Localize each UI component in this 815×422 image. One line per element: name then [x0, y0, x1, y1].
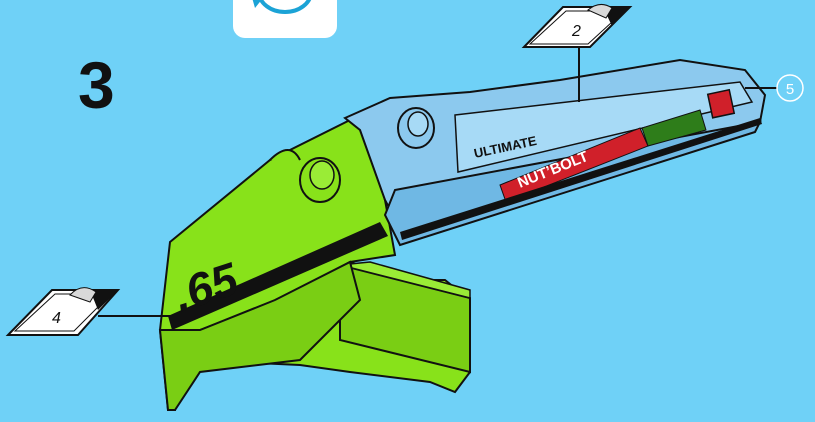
sticker-4: 4 — [8, 288, 118, 335]
sticker-4-label: 4 — [52, 310, 61, 327]
sticker-2-label: 2 — [571, 23, 581, 40]
sticker-2: 2 — [524, 4, 630, 47]
callout-5-label: 5 — [786, 81, 794, 98]
decal-box — [708, 90, 735, 118]
